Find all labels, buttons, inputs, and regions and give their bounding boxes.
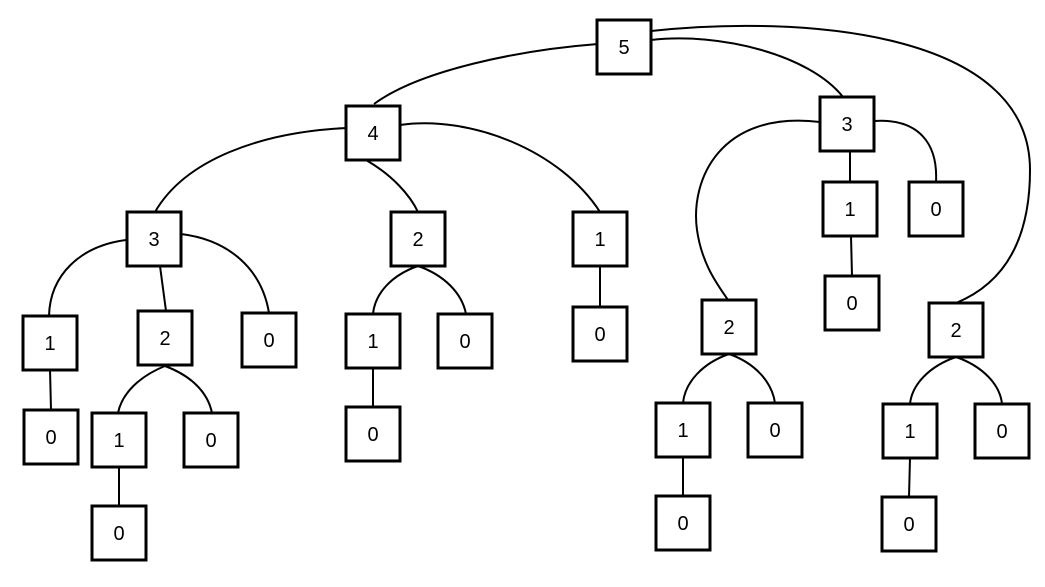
svg-text:1: 1 bbox=[904, 421, 915, 443]
svg-text:2: 2 bbox=[950, 320, 961, 342]
edge-1-to-0-e bbox=[850, 235, 853, 277]
edge-3-to-0 bbox=[180, 233, 270, 314]
svg-text:2: 2 bbox=[723, 317, 734, 339]
tree-node: 5 bbox=[595, 18, 653, 76]
edge-4-to-3 bbox=[154, 127, 348, 213]
tree-node: 0 bbox=[880, 495, 938, 553]
svg-text:0: 0 bbox=[903, 514, 914, 536]
svg-text:0: 0 bbox=[45, 427, 56, 449]
tree-node: 0 bbox=[182, 411, 240, 469]
edge-3-to-2 bbox=[159, 265, 167, 312]
tree-node: 0 bbox=[22, 408, 80, 466]
edge-5-to-2 bbox=[650, 24, 1032, 304]
edge-1-to-0-g bbox=[908, 457, 911, 498]
edge-2-to-1-c bbox=[682, 353, 730, 404]
tree-node: 0 bbox=[823, 274, 881, 332]
tree-node: 2 bbox=[927, 301, 985, 359]
svg-text:0: 0 bbox=[996, 421, 1007, 443]
svg-text:0: 0 bbox=[205, 430, 216, 452]
tree-node: 0 bbox=[654, 494, 712, 552]
edge-5-to-4 bbox=[373, 43, 599, 105]
svg-text:1: 1 bbox=[367, 331, 378, 353]
svg-text:0: 0 bbox=[263, 330, 274, 352]
edge-2-to-1-a bbox=[117, 365, 166, 414]
tree-node: 1 bbox=[881, 402, 939, 460]
edge-2-to-0-b bbox=[417, 265, 467, 315]
svg-text:2: 2 bbox=[159, 328, 170, 350]
svg-text:1: 1 bbox=[594, 229, 605, 251]
tree-node: 2 bbox=[136, 309, 194, 367]
svg-text:1: 1 bbox=[44, 333, 55, 355]
node-group: 5 4 3 3 1 2 0 0 bbox=[21, 18, 1031, 562]
tree-node: 3 bbox=[125, 210, 183, 268]
tree-node: 1 bbox=[571, 210, 629, 268]
edge-group bbox=[48, 24, 1032, 506]
edge-4-to-1 bbox=[399, 122, 601, 213]
tree-node: 1 bbox=[90, 411, 148, 469]
svg-text:0: 0 bbox=[367, 424, 378, 446]
edge-4-to-2 bbox=[365, 159, 419, 213]
svg-text:3: 3 bbox=[841, 114, 852, 136]
svg-text:0: 0 bbox=[677, 513, 688, 535]
svg-text:0: 0 bbox=[113, 523, 124, 545]
edge-2-to-1-d bbox=[909, 356, 957, 405]
tree-node: 4 bbox=[344, 104, 402, 162]
svg-text:3: 3 bbox=[148, 229, 159, 251]
edge-3-to-2-b bbox=[695, 119, 821, 301]
tree-node: 0 bbox=[240, 311, 298, 369]
tree-node: 1 bbox=[344, 312, 402, 370]
svg-text:1: 1 bbox=[113, 430, 124, 452]
tree-node: 3 bbox=[818, 95, 876, 153]
tree-node: 0 bbox=[571, 305, 629, 363]
edge-3-to-0-b bbox=[873, 119, 938, 183]
edge-2-to-1-b bbox=[372, 265, 419, 315]
edge-2-to-0-c bbox=[728, 353, 776, 404]
tree-node: 0 bbox=[907, 180, 965, 238]
edge-5-to-3 bbox=[650, 37, 844, 98]
tree-node: 0 bbox=[344, 405, 402, 463]
tree-node: 2 bbox=[389, 210, 447, 268]
svg-text:4: 4 bbox=[367, 123, 378, 145]
tree-node: 0 bbox=[973, 402, 1031, 460]
tree-node: 1 bbox=[654, 401, 712, 459]
svg-text:0: 0 bbox=[459, 331, 470, 353]
svg-text:0: 0 bbox=[846, 293, 857, 315]
svg-text:5: 5 bbox=[618, 37, 629, 59]
tree-node: 1 bbox=[21, 314, 79, 372]
svg-text:0: 0 bbox=[594, 324, 605, 346]
svg-text:2: 2 bbox=[412, 229, 423, 251]
svg-text:0: 0 bbox=[769, 420, 780, 442]
svg-text:0: 0 bbox=[930, 199, 941, 221]
edge-2-to-0-a bbox=[164, 365, 213, 414]
tree-node: 1 bbox=[821, 180, 879, 238]
tree-node: 0 bbox=[746, 401, 804, 459]
tree-node: 0 bbox=[90, 504, 148, 562]
edge-1-to-0-a bbox=[49, 368, 52, 411]
svg-text:1: 1 bbox=[844, 199, 855, 221]
svg-text:1: 1 bbox=[677, 420, 688, 442]
edge-2-to-0-d bbox=[955, 356, 1003, 405]
tree-node: 0 bbox=[436, 312, 494, 370]
edge-3-to-1 bbox=[48, 239, 127, 317]
tree-node: 2 bbox=[700, 298, 758, 356]
